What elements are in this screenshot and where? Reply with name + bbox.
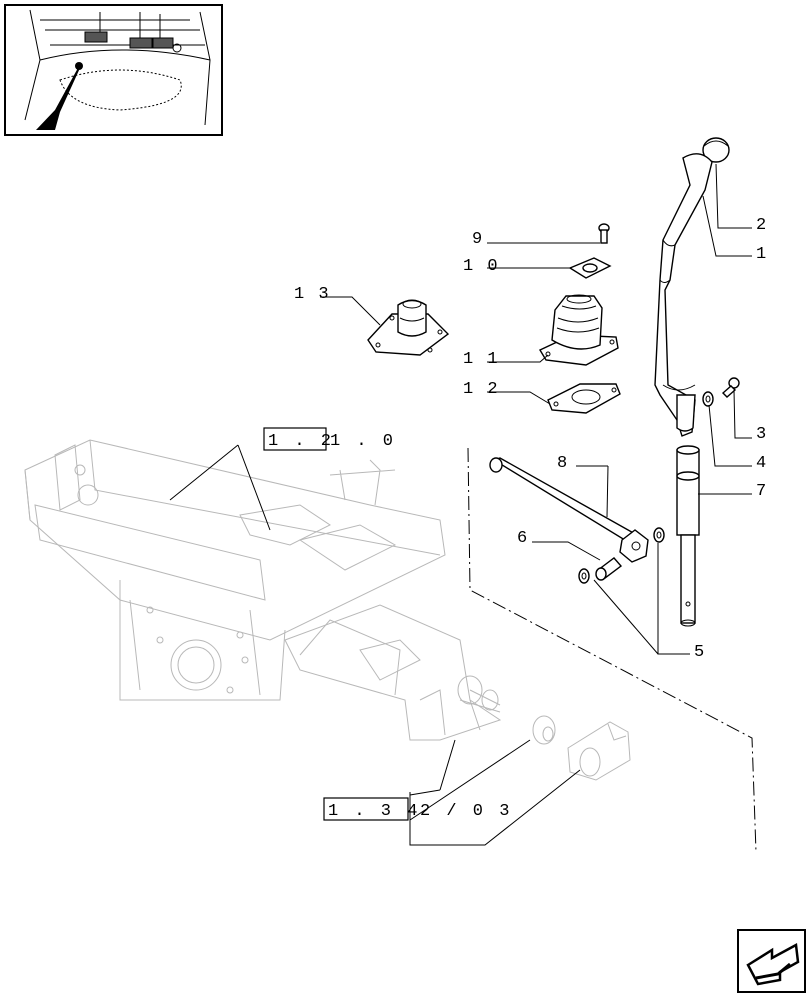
reference-1210-boxed: 1 . 2 [268, 432, 334, 451]
retaining-plate[interactable] [568, 257, 612, 279]
shift-rod[interactable] [676, 445, 700, 627]
reference-1210[interactable]: 1 . 2 1 . 0 [263, 427, 396, 451]
callout-3: 3 [756, 425, 768, 444]
callout-8: 8 [557, 454, 569, 473]
lever-gaiter[interactable] [539, 294, 619, 366]
callout-6: 6 [517, 529, 529, 548]
yoke-ghost [567, 721, 631, 781]
callout-5: 5 [694, 643, 706, 662]
retaining-screw[interactable] [598, 223, 610, 244]
gear-lever[interactable] [654, 153, 713, 437]
circlip-lower[interactable] [578, 568, 590, 584]
callout-12: 1 2 [463, 380, 500, 399]
transmission-housing-ghost [24, 439, 502, 741]
pivot-pin[interactable] [595, 557, 623, 581]
leader-lines [169, 163, 752, 846]
circlip-upper[interactable] [653, 527, 665, 543]
callout-4: 4 [756, 454, 768, 473]
callout-11: 1 1 [463, 350, 500, 369]
callout-2: 2 [756, 216, 768, 235]
callout-labels: 2 1 3 4 7 5 8 6 9 1 0 1 1 1 2 1 3 [294, 216, 768, 662]
reference-134203[interactable]: 1 . 3 4 2 / 0 3 [323, 797, 512, 821]
callout-13: 1 3 [294, 285, 331, 304]
callout-1: 1 [756, 245, 768, 264]
reference-134203-rest: 2 / 0 3 [420, 802, 512, 821]
selector-shaft[interactable] [489, 457, 649, 563]
reference-1210-rest: 1 . 0 [330, 432, 396, 451]
bush-ghost [532, 715, 556, 745]
gaiter-gasket[interactable] [547, 383, 621, 414]
gear-lever-knob[interactable] [702, 137, 730, 163]
callout-9: 9 [472, 230, 484, 249]
tractor-cab-location-icon[interactable] [4, 4, 223, 136]
cover-plate[interactable] [367, 299, 450, 356]
callout-10: 1 0 [463, 257, 500, 276]
next-page-arrow-icon[interactable] [737, 929, 806, 993]
reference-134203-boxed: 1 . 3 4 [328, 802, 420, 821]
lever-bolt[interactable] [721, 377, 740, 398]
callout-7: 7 [756, 482, 768, 501]
assembly-boundary [467, 447, 757, 853]
lever-washer[interactable] [702, 391, 714, 407]
